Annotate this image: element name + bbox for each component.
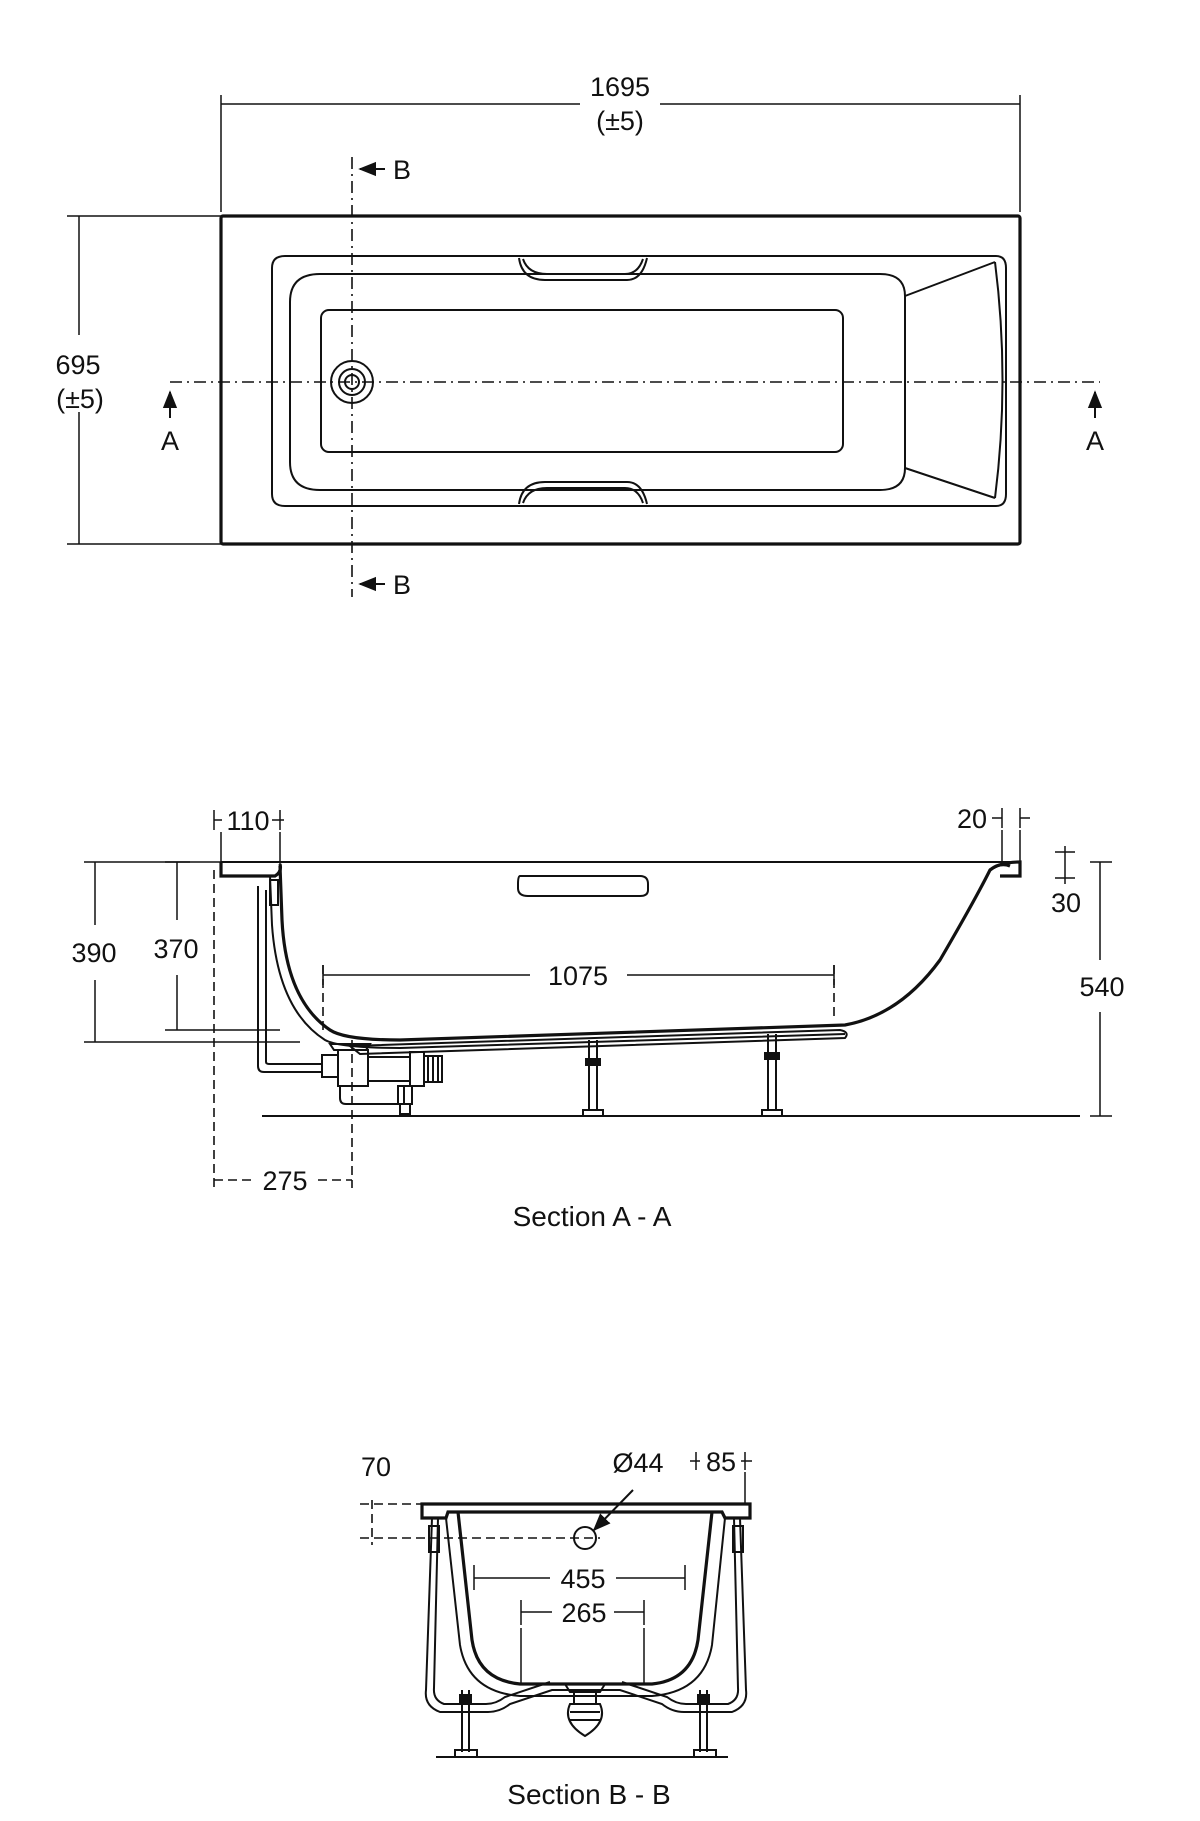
bath-inner-area — [289, 273, 906, 491]
length-dimension: 1695 (±5) — [220, 72, 1021, 212]
waste-trap-b-icon — [563, 1683, 607, 1738]
dim-depth-outer-value: 390 — [71, 938, 116, 968]
dim-inner-width-inner-value: 265 — [561, 1598, 606, 1628]
handle-bottom-icon — [518, 481, 648, 505]
length-tolerance: (±5) — [596, 106, 644, 136]
base-board — [347, 1028, 848, 1056]
width-dimension: 695 (±5) — [55, 215, 221, 545]
leg-right-b-icon — [693, 1690, 717, 1758]
dim-inner-width-outer: 455 — [473, 1564, 686, 1594]
bath-shell-outer — [278, 863, 1011, 1042]
plan-view: 1695 (±5) 695 (±5) — [55, 72, 1104, 600]
dim-overflow-height-value: 70 — [361, 1452, 391, 1482]
handle-top-icon — [518, 257, 648, 281]
length-value: 1695 — [590, 72, 650, 102]
dim-waste-offset-value: 275 — [262, 1166, 307, 1196]
dim-inner-width-inner: 265 — [520, 1598, 645, 1684]
dim-depth-inner: 370 — [153, 861, 280, 1031]
dim-rim-thickness-value: 30 — [1051, 888, 1081, 918]
dim-total-height-value: 540 — [1079, 972, 1124, 1002]
dim-depth-inner-value: 370 — [153, 934, 198, 964]
bath-backrest — [904, 261, 1004, 499]
section-b-marker-bottom: B — [393, 570, 411, 600]
dim-waste-offset: 275 — [213, 870, 353, 1196]
handle-icon — [517, 875, 649, 897]
bath-outer-rim — [219, 214, 1022, 546]
section-a-view: 110 20 30 390 — [71, 804, 1124, 1232]
dim-base-length-value: 1075 — [548, 961, 608, 991]
bath-shell-inner — [269, 875, 846, 1050]
leg-middle-icon — [582, 1040, 604, 1117]
frame-inner-right — [621, 1517, 740, 1705]
width-value: 695 — [55, 350, 100, 380]
dim-rim-thickness: 30 — [1051, 846, 1081, 918]
dim-rim-width: 85 — [690, 1447, 752, 1504]
bath-floor — [320, 309, 844, 453]
leg-right-icon — [761, 1034, 783, 1117]
section-a-marker-right: A — [1086, 426, 1104, 456]
section-b-view: 70 Ø44 85 455 265 — [360, 1447, 752, 1810]
leg-left-b-icon — [454, 1690, 478, 1758]
bath-basin-outline — [271, 255, 1007, 507]
overflow-leader-icon — [592, 1489, 634, 1532]
section-a-marker-left: A — [161, 426, 179, 456]
width-tolerance: (±5) — [56, 384, 104, 414]
rim-left — [219, 862, 283, 878]
handle-top-inner — [522, 258, 644, 275]
waste-trap-assembly-icon — [257, 879, 443, 1115]
section-b-title: Section B - B — [507, 1779, 670, 1810]
shell-b-inner — [445, 1517, 726, 1697]
dim-overflow-height: 70 — [360, 1452, 600, 1545]
dim-overflow-diameter-value: Ø44 — [612, 1448, 663, 1478]
dim-rim-right: 20 — [957, 804, 1030, 866]
section-b-marker-top: B — [393, 155, 411, 185]
rim-right — [989, 860, 1022, 878]
frame-outer-icon — [424, 1517, 748, 1713]
dim-rim-left-value: 110 — [226, 806, 269, 836]
handle-bottom-inner — [522, 487, 644, 504]
dim-base-length: 1075 — [322, 961, 835, 1030]
dim-rim-width-value: 85 — [706, 1447, 736, 1477]
mount-right-icon — [732, 1525, 744, 1553]
rim-b — [420, 1502, 752, 1520]
dim-total-height: 540 — [1079, 861, 1125, 1117]
section-a-title: Section A - A — [513, 1201, 672, 1232]
dim-rim-right-value: 20 — [957, 804, 987, 834]
mount-left-icon — [428, 1525, 440, 1553]
dim-rim-left: 110 — [213, 806, 284, 866]
dim-inner-width-outer-value: 455 — [560, 1564, 605, 1594]
dim-depth-outer: 390 — [71, 861, 300, 1043]
